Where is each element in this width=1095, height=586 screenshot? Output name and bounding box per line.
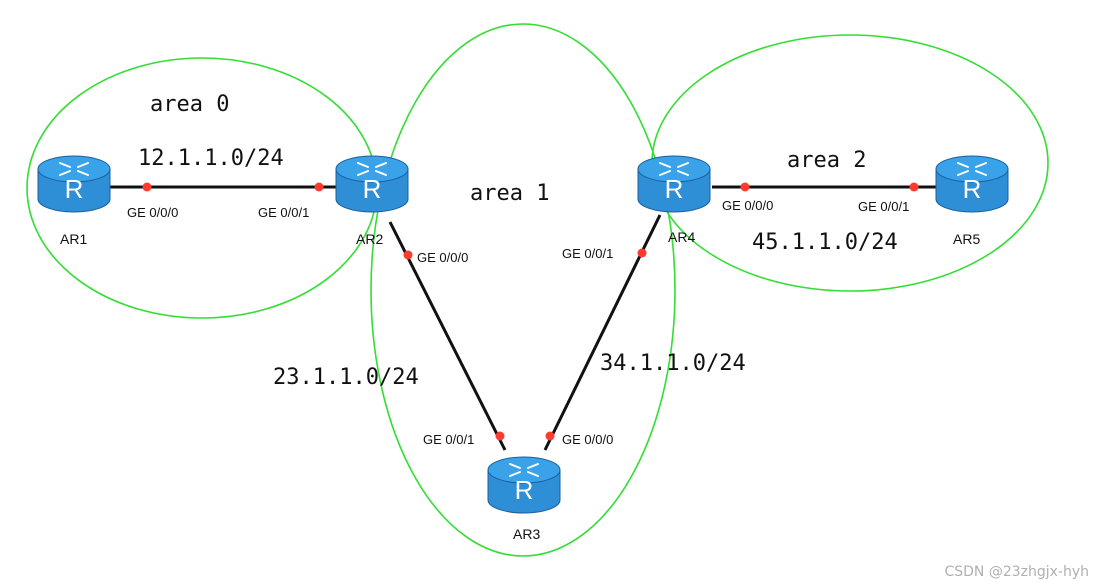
port-dot-ar2-ge001[interactable] [314, 182, 324, 192]
router-top [37, 155, 111, 183]
router-name-ar1: AR1 [60, 231, 87, 247]
router-letter: R [65, 174, 84, 204]
port-dot-ar4-ge000[interactable] [740, 182, 750, 192]
router-arrows-icon [957, 162, 987, 176]
subnet-label-ar3-ar4: 34.1.1.0/24 [600, 351, 746, 376]
port-dot-ar1-ge000[interactable] [142, 182, 152, 192]
router-ar3[interactable]: R [487, 456, 561, 514]
router-letter: R [963, 174, 982, 204]
port-label-ar3-ge001: GE 0/0/1 [423, 432, 474, 447]
router-name-ar2: AR2 [356, 231, 383, 247]
port-label-ar4-ge000: GE 0/0/0 [722, 198, 773, 213]
port-label-ar2-ge000: GE 0/0/0 [417, 250, 468, 265]
port-label-ar5-ge001: GE 0/0/1 [858, 199, 909, 214]
router-ar2[interactable]: R [335, 155, 409, 213]
router-name-ar4: AR4 [668, 229, 695, 245]
port-dot-ar3-ge000[interactable] [545, 431, 555, 441]
router-letter: R [665, 174, 684, 204]
subnet-label-ar4-ar5: 45.1.1.0/24 [752, 230, 898, 255]
router-arrows-icon [59, 162, 89, 176]
router-top [637, 155, 711, 183]
area-label-0: area 0 [150, 92, 229, 117]
port-dot-ar5-ge001[interactable] [909, 182, 919, 192]
port-label-ar1-ge000: GE 0/0/0 [127, 205, 178, 220]
port-label-ar4-ge001: GE 0/0/1 [562, 246, 613, 261]
link-ar2-ar3 [388, 221, 507, 451]
router-arrows-icon [509, 463, 539, 477]
port-label-ar2-ge001: GE 0/0/1 [258, 205, 309, 220]
port-dot-ar4-ge001[interactable] [637, 248, 647, 258]
router-letter: R [515, 475, 534, 505]
area-label-1: area 1 [470, 181, 549, 206]
subnet-label-ar2-ar3: 23.1.1.0/24 [273, 365, 419, 390]
port-dot-ar3-ge001[interactable] [495, 431, 505, 441]
watermark: CSDN @23zhgjx-hyh [944, 564, 1089, 580]
port-label-ar3-ge000: GE 0/0/0 [562, 432, 613, 447]
router-ar4[interactable]: R [637, 155, 711, 213]
port-dot-ar2-ge000[interactable] [403, 250, 413, 260]
router-ar1[interactable]: R [37, 155, 111, 213]
router-letter: R [363, 174, 382, 204]
router-name-ar5: AR5 [953, 231, 980, 247]
router-arrows-icon [357, 162, 387, 176]
router-name-ar3: AR3 [513, 526, 540, 542]
router-top [335, 155, 409, 183]
area-label-2: area 2 [787, 148, 866, 173]
router-top [935, 155, 1009, 183]
subnet-label-ar1-ar2: 12.1.1.0/24 [138, 146, 284, 171]
area-1-boundary [370, 23, 676, 557]
router-arrows-icon [659, 162, 689, 176]
router-top [487, 456, 561, 484]
router-ar5[interactable]: R [935, 155, 1009, 213]
